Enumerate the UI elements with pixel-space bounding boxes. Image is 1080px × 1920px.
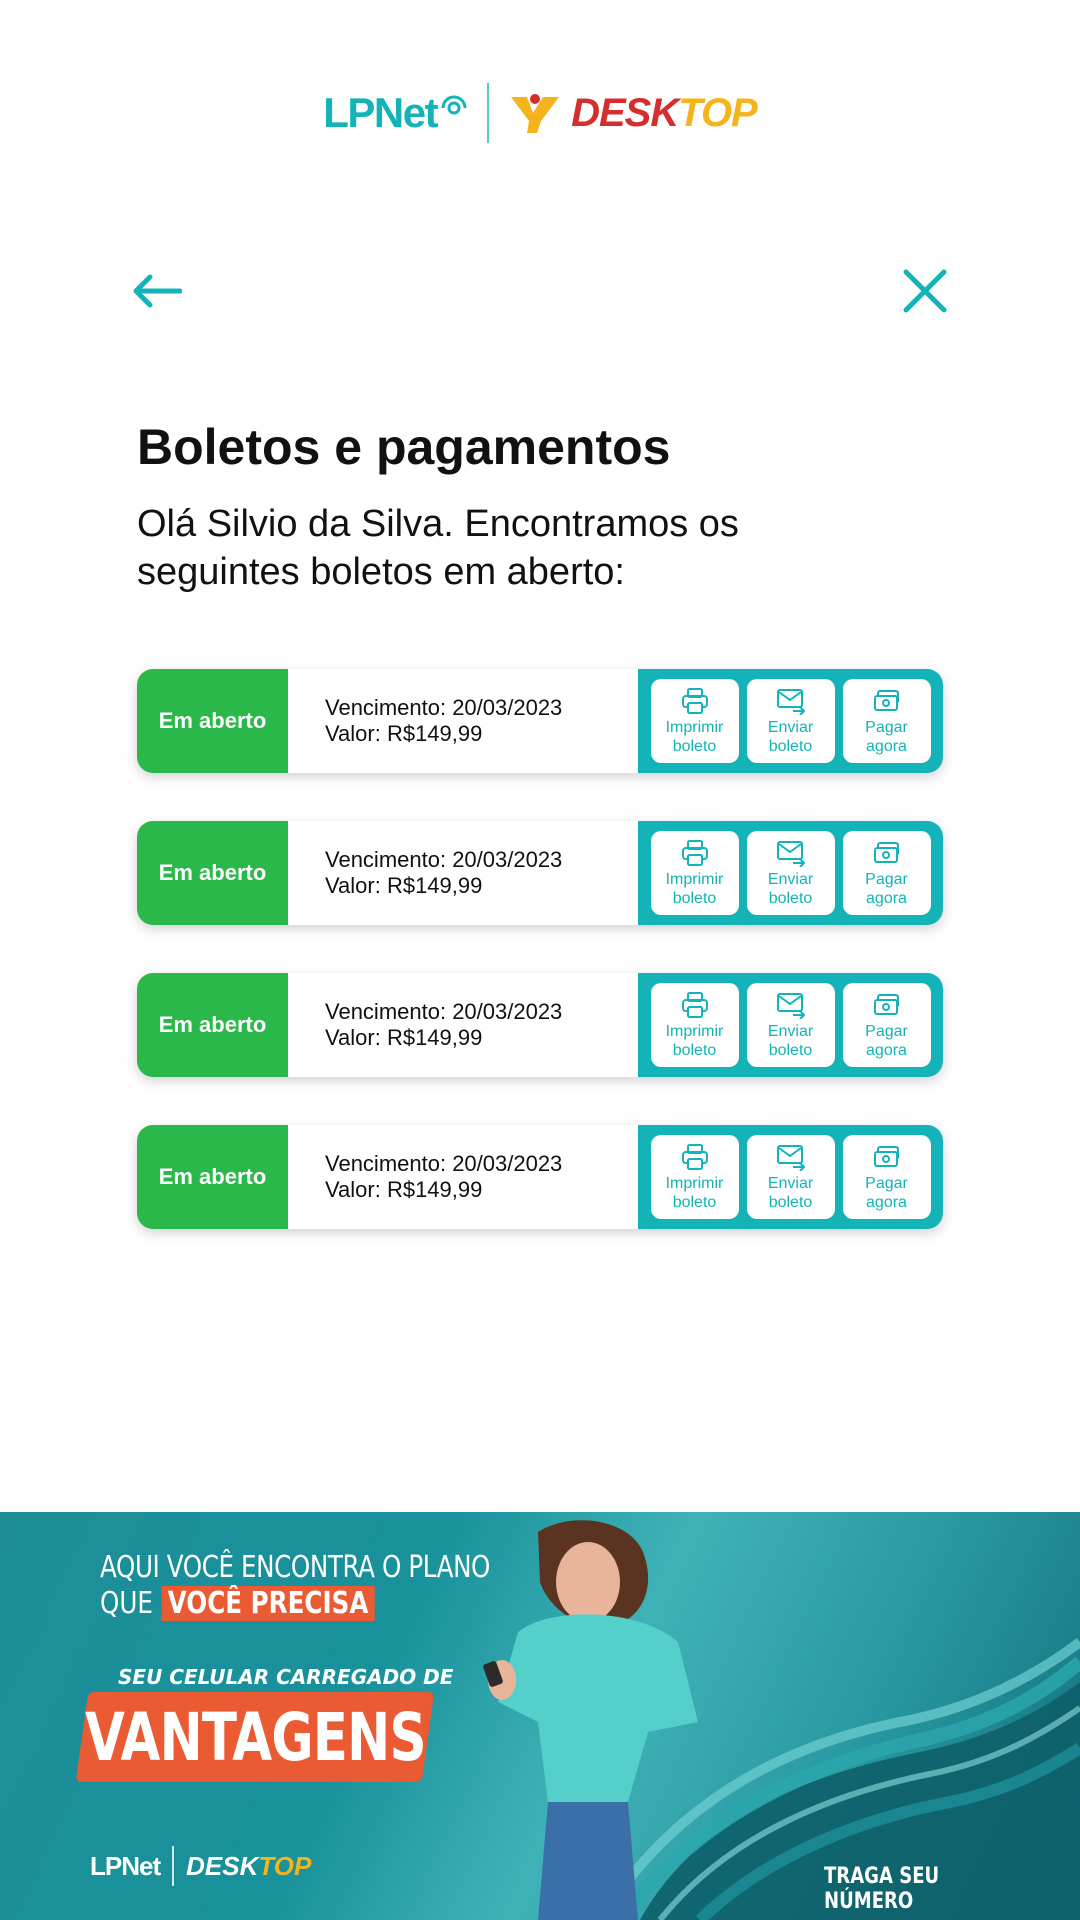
bill-card: Em aberto Vencimento: 20/03/2023 Valor: …: [137, 669, 943, 773]
banner-highlight: VOCÊ PRECISA: [161, 1586, 375, 1621]
desktop-logo-text: DESKTOP: [571, 90, 758, 135]
page-title: Boletos e pagamentos: [137, 419, 671, 475]
banner-logo-divider: [172, 1846, 175, 1886]
bill-value: Valor: R$149,99: [325, 1025, 483, 1050]
banner-cta[interactable]: TRAGA SEU NÚMERO: [824, 1864, 940, 1914]
back-button[interactable]: [128, 262, 186, 320]
bill-card: Em aberto Vencimento: 20/03/2023 Valor: …: [137, 973, 943, 1077]
mail-send-icon: [776, 1144, 805, 1171]
mail-send-icon: [776, 688, 805, 715]
bill-info: Vencimento: 20/03/2023 Valor: R$149,99: [288, 1125, 638, 1229]
page-subtitle: Olá Silvio da Silva. Encontramos os segu…: [137, 503, 739, 593]
mail-send-icon: [776, 840, 805, 867]
bill-value: Valor: R$149,99: [325, 721, 483, 746]
bill-due-date: Vencimento: 20/03/2023: [325, 999, 563, 1024]
bill-card: Em aberto Vencimento: 20/03/2023 Valor: …: [137, 821, 943, 925]
lpnet-logo: LPNet: [323, 89, 469, 137]
woman-with-phone-image: [483, 1520, 698, 1920]
banner-desktop-logo: DESKTOP: [186, 1850, 312, 1881]
money-icon: [873, 1145, 899, 1167]
printer-icon: [681, 839, 708, 866]
logo-divider: [487, 83, 490, 143]
bills-list: Em aberto Vencimento: 20/03/2023 Valor: …: [137, 669, 943, 1277]
header-logos: LPNet DESKTOP: [0, 78, 1080, 148]
banner-logos: LPNet DESKTOP: [90, 1846, 311, 1886]
money-icon: [873, 993, 899, 1015]
status-badge: Em aberto: [137, 1125, 288, 1229]
desktop-mark-icon: [511, 94, 560, 133]
desktop-logo: DESKTOP: [507, 90, 758, 136]
banner-headline-line2: QUE VOCÊ PRECISA: [100, 1586, 375, 1621]
wave-decoration: [595, 1637, 1080, 1920]
bill-value: Valor: R$149,99: [325, 1177, 483, 1202]
bill-card: Em aberto Vencimento: 20/03/2023 Valor: …: [137, 1125, 943, 1229]
bill-due-date: Vencimento: 20/03/2023: [325, 1151, 563, 1176]
banner-subheadline: SEU CELULAR CARREGADO DE: [118, 1665, 454, 1689]
printer-icon: [681, 991, 708, 1018]
lpnet-logo-text: LPNet: [323, 89, 438, 136]
bill-due-date: Vencimento: 20/03/2023: [325, 847, 563, 872]
bill-value: Valor: R$149,99: [325, 873, 483, 898]
banner-headline-line1: AQUI VOCÊ ENCONTRA O PLANO: [100, 1550, 491, 1585]
promo-banner[interactable]: AQUI VOCÊ ENCONTRA O PLANO QUE VOCÊ PREC…: [0, 1512, 1080, 1920]
money-icon: [873, 689, 899, 711]
printer-icon: [681, 687, 708, 714]
status-badge: Em aberto: [137, 821, 288, 925]
signal-icon: [441, 95, 467, 115]
money-icon: [873, 841, 899, 863]
close-button[interactable]: [896, 262, 954, 320]
printer-icon: [681, 1143, 708, 1170]
arrow-left-icon: [133, 274, 182, 308]
status-badge: Em aberto: [137, 669, 288, 773]
bill-info: Vencimento: 20/03/2023 Valor: R$149,99: [288, 821, 638, 925]
banner-vantagens-badge: VANTAGENS: [75, 1692, 435, 1782]
mail-send-icon: [776, 992, 805, 1019]
close-icon: [903, 269, 947, 313]
banner-lpnet-logo: LPNet: [90, 1850, 161, 1881]
bill-info: Vencimento: 20/03/2023 Valor: R$149,99: [288, 973, 638, 1077]
bill-due-date: Vencimento: 20/03/2023: [325, 695, 563, 720]
bill-info: Vencimento: 20/03/2023 Valor: R$149,99: [288, 669, 638, 773]
status-badge: Em aberto: [137, 973, 288, 1077]
